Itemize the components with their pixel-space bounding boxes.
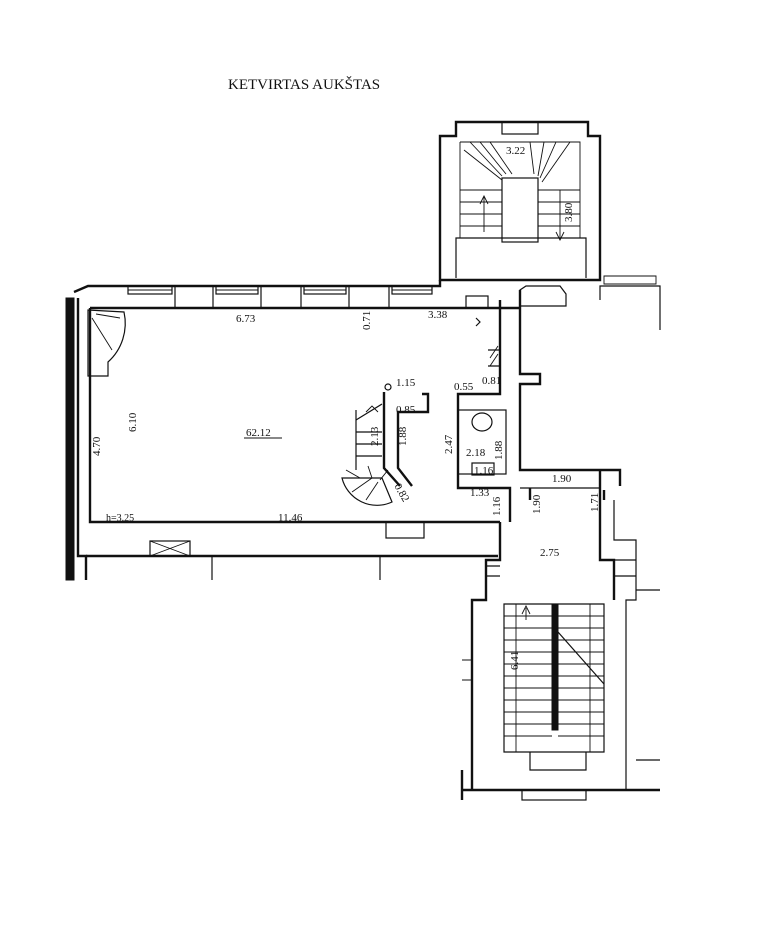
dim-spiral-c: 1.88 xyxy=(397,426,409,446)
floor-title: KETVIRTAS AUKŠTAS xyxy=(228,76,380,93)
stair-bottom-rail xyxy=(551,603,559,731)
dim-wc-depth: 1.88 xyxy=(493,440,505,460)
chimney-block xyxy=(149,540,191,557)
dim-corridor-c: 1.90 xyxy=(531,494,543,514)
corridor-area: 2.75 xyxy=(540,547,560,559)
stair-bottom-window xyxy=(521,789,587,801)
top-windows xyxy=(127,285,433,309)
corridor xyxy=(470,275,661,790)
dim-top-right: 3.38 xyxy=(428,309,448,321)
wc-room xyxy=(457,409,507,475)
dim-wc-a: 0.55 xyxy=(454,381,474,393)
stair-bottom-treads xyxy=(504,604,604,752)
right-fragments xyxy=(462,589,660,791)
dim-corridor-d: 1.90 xyxy=(552,473,572,485)
dim-corridor-e: 1.71 xyxy=(589,493,601,512)
bottom-niche xyxy=(385,521,425,539)
dim-stair-top-width: 3.22 xyxy=(506,145,525,157)
wc-sink xyxy=(471,462,495,476)
spiral-stair xyxy=(341,383,430,506)
dim-stair-bottom-length: 6.41 xyxy=(509,651,521,670)
main-room-area: 62.12 xyxy=(246,427,271,439)
dim-wc-height: 2.47 xyxy=(443,434,455,454)
dim-stair-top-depth: 3.80 xyxy=(563,202,575,222)
stair-bottom xyxy=(460,603,660,801)
dim-bottom-width: 11.46 xyxy=(278,512,303,524)
dim-spiral-a: 1.15 xyxy=(396,377,416,389)
toilet-icon xyxy=(471,412,493,432)
dim-top-width: 6.73 xyxy=(236,313,256,325)
left-exterior-wall xyxy=(65,297,75,581)
dim-outer-left: 4.70 xyxy=(91,436,103,456)
dim-spiral-b: 0.85 xyxy=(396,404,416,416)
dim-spiral-e: 0.82 xyxy=(391,482,411,505)
dim-corridor-a: 1.33 xyxy=(470,487,490,499)
dim-top-pier: 0.71 xyxy=(361,311,373,330)
dim-wc-width: 1.16 xyxy=(474,465,494,477)
room-height: h=3.25 xyxy=(106,513,134,524)
wc-block xyxy=(456,290,600,522)
top-right-niche xyxy=(465,295,489,309)
stair-top-well xyxy=(501,177,539,243)
stair-top-window xyxy=(501,121,539,135)
main-hall xyxy=(65,280,520,581)
dim-left-depth: 6.10 xyxy=(127,412,139,432)
dim-spiral-d: 2.13 xyxy=(369,426,381,446)
dimensions: 6.73 0.71 3.38 6.10 4.70 11.46 h=3.25 62… xyxy=(91,145,601,670)
dim-corridor-b: 1.16 xyxy=(491,496,503,516)
wc-area: 2.18 xyxy=(466,447,486,459)
dim-wc-b: 0.81 xyxy=(482,375,501,387)
stair-top xyxy=(438,120,602,282)
corner-fireplace xyxy=(87,309,126,377)
